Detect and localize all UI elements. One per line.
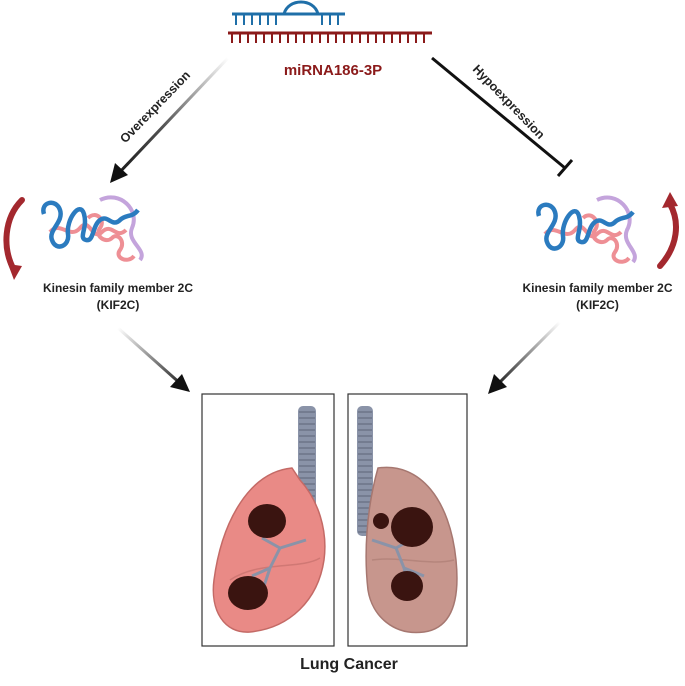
decrease-arrowhead xyxy=(8,264,22,280)
protein-left-icon xyxy=(41,195,144,262)
right-protein-label: Kinesin family member 2C (KIF2C) xyxy=(510,280,685,314)
left-to-lung-arrow xyxy=(117,326,190,392)
lung-left-illustration xyxy=(212,406,326,633)
right-protein-name: Kinesin family member 2C xyxy=(522,281,673,295)
left-protein-name: Kinesin family member 2C xyxy=(42,281,194,295)
increase-arrow-icon xyxy=(657,201,679,269)
hypoexpression-inhibition xyxy=(431,56,574,177)
left-protein-symbol: (KIF2C) xyxy=(96,298,140,312)
outcome-label: Lung Cancer xyxy=(300,656,398,673)
mirna-icon xyxy=(228,0,432,43)
mirna-label: miRNA186-3P xyxy=(283,62,383,79)
right-protein-symbol: (KIF2C) xyxy=(576,298,619,312)
protein-right-icon xyxy=(536,195,637,264)
increase-arrowhead xyxy=(662,192,678,208)
lung-panel-left xyxy=(201,393,335,647)
left-protein-label: Kinesin family member 2C (KIF2C) xyxy=(18,280,218,314)
right-to-lung-arrow xyxy=(488,320,562,394)
lung-panel-right xyxy=(347,393,468,647)
overexpression-arrow xyxy=(110,56,230,183)
decrease-arrow-icon xyxy=(3,197,25,273)
lung-right-illustration xyxy=(357,406,458,634)
